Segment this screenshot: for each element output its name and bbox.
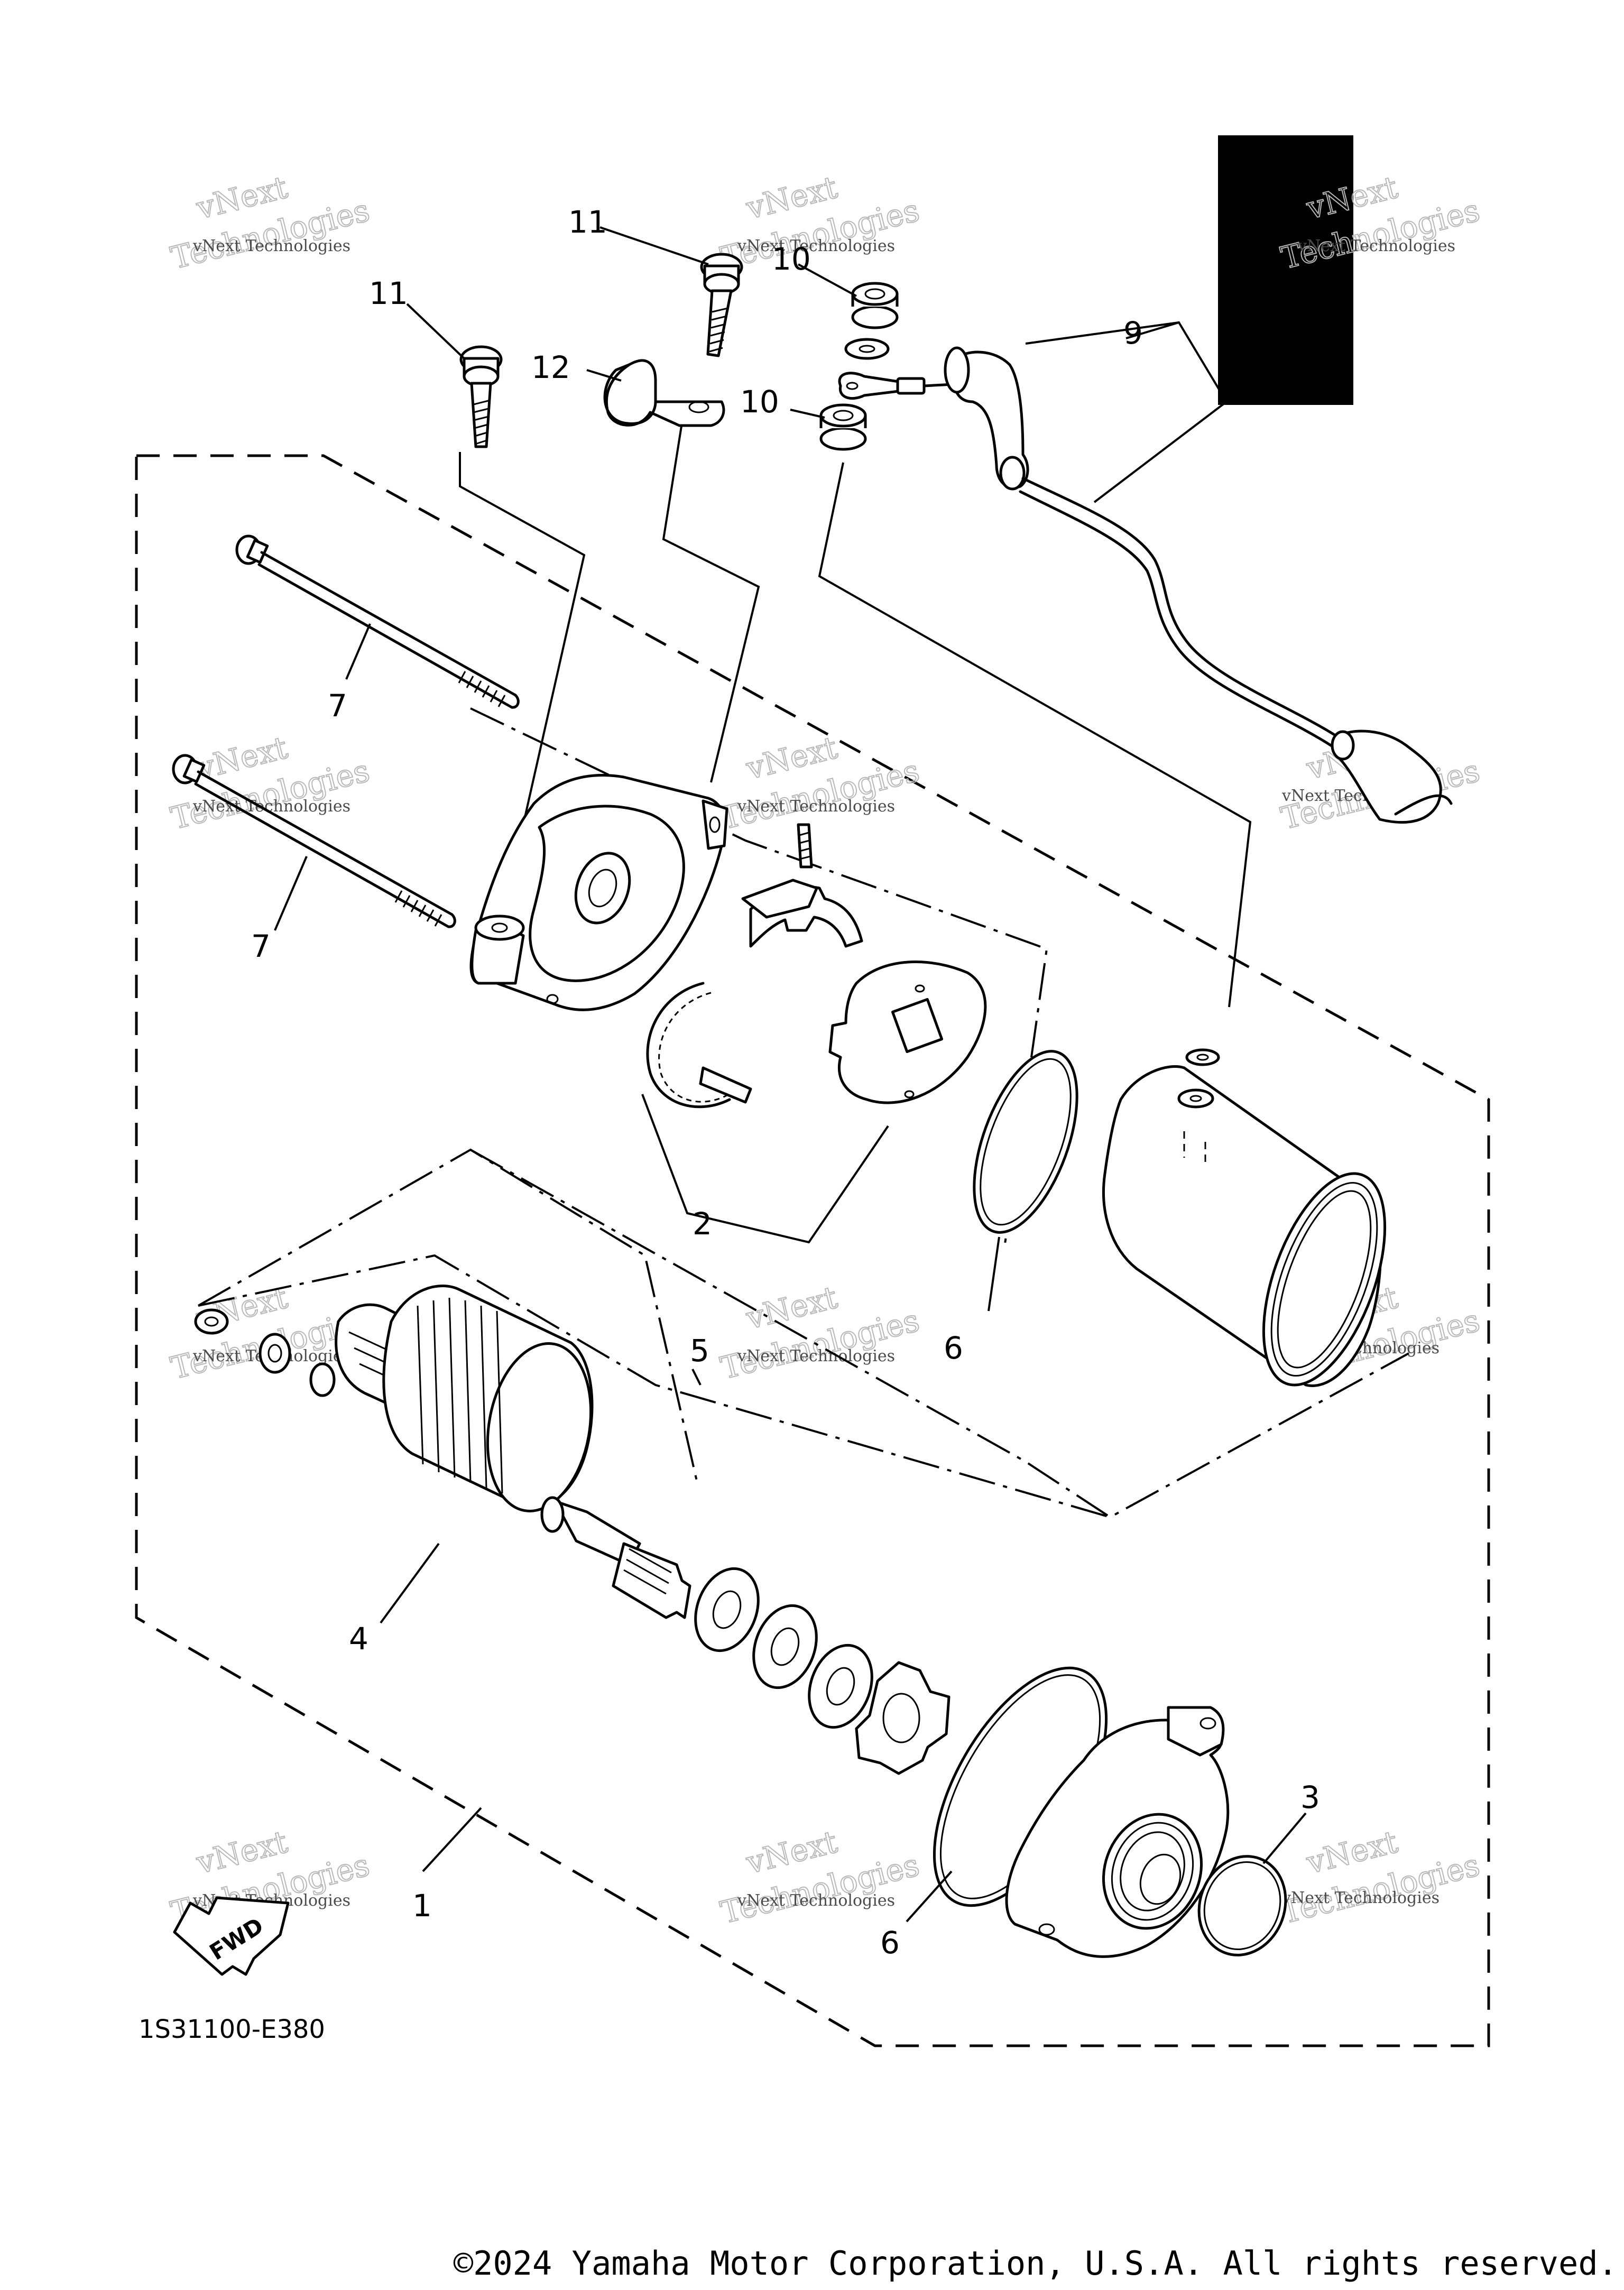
watermark: vNext Technologies [1277, 1823, 1484, 1932]
armature-part-4 [309, 1285, 691, 1619]
watermark-text: vNext Technologies [737, 797, 895, 816]
callout-2: 2 [693, 1206, 712, 1242]
callout-4: 4 [349, 1621, 368, 1657]
rear-cover [469, 774, 728, 1011]
o-ring-inner [1203, 1861, 1281, 1950]
through-bolt-part-7-upper [235, 534, 520, 709]
fwd-arrow-icon: FWD [173, 1896, 290, 1976]
watermark-text: vNext Technologies [1281, 1889, 1440, 1907]
bracket-part-12 [603, 359, 725, 427]
callout-10-upper: 10 [772, 241, 811, 277]
callout-9: 9 [1123, 315, 1143, 351]
bolt-part-11-center [700, 253, 743, 357]
o-ring-part-6-upper [973, 1050, 1078, 1234]
watermark-text: vNext Technologies [737, 1347, 895, 1365]
callout-12: 12 [531, 349, 570, 385]
watermark-text: vNext Technologies [192, 237, 350, 255]
redaction-block [1218, 135, 1353, 405]
watermark-text: vNext Technologies [737, 237, 895, 255]
copyright-notice: ©2024 Yamaha Motor Corporation, U.S.A. A… [453, 2244, 1618, 2283]
watermark: vNext Technologies [717, 1823, 924, 1932]
washer [844, 338, 890, 360]
front-cover [1005, 1706, 1230, 1958]
brush-holder-part-2 [646, 823, 987, 1109]
o-ring-part-3 [1197, 1855, 1287, 1956]
watermark-text: vNext Technologies [737, 1891, 895, 1910]
callout-6-lower: 6 [880, 1925, 900, 1961]
callout-11-center: 11 [568, 204, 607, 240]
watermark-text: vNext Technologies [1297, 237, 1455, 255]
starter-cable-part-9 [838, 346, 1453, 824]
callout-10-lower: 10 [740, 384, 779, 420]
watermark: vNext Technologies [717, 169, 924, 277]
callouts: 11 10 11 12 10 9 7 7 2 6 5 4 3 1 6 [251, 204, 1320, 1961]
callout-leaders [274, 226, 1307, 1923]
bolt-part-11-left [459, 345, 503, 448]
shim-set-part-5 [194, 1308, 951, 1775]
watermark: vNext Technologies [167, 169, 374, 277]
callout-5: 5 [690, 1333, 709, 1369]
watermark: vNext Technologies [717, 729, 924, 837]
assembly-outline [135, 454, 1490, 2047]
diagram-code: 1S31100-E380 [139, 2015, 325, 2044]
nut-part-10-upper [851, 282, 899, 329]
callout-1: 1 [412, 1888, 432, 1924]
o-ring-inner [980, 1058, 1072, 1226]
callout-7-upper: 7 [328, 688, 347, 724]
callout-6-upper: 6 [944, 1330, 963, 1366]
watermark: vNext Technologies [717, 1279, 924, 1387]
callout-11-left: 11 [369, 275, 408, 311]
callout-3: 3 [1300, 1779, 1320, 1815]
through-bolt-part-7-lower [172, 754, 456, 928]
nut-part-10-lower [819, 403, 867, 451]
callout-7-lower: 7 [251, 928, 271, 964]
yoke [1102, 1048, 1387, 1387]
